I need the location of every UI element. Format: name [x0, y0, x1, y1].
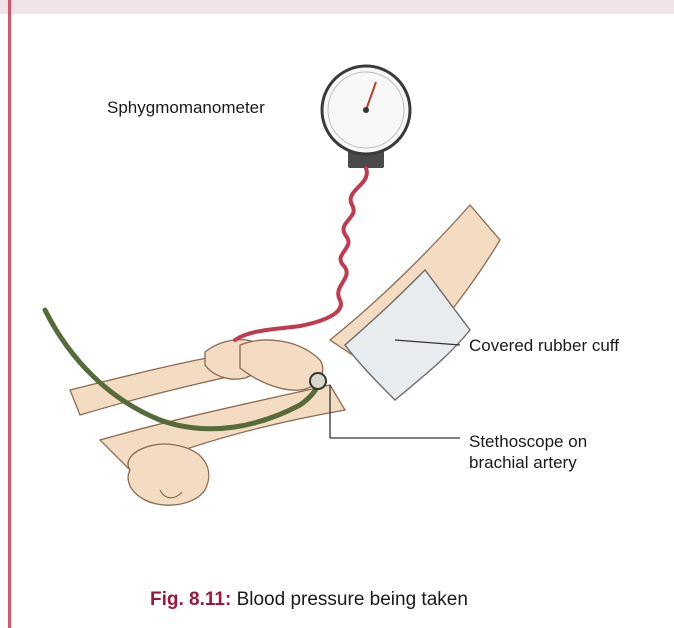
pressure-tube [235, 168, 367, 340]
stethoscope-head [310, 373, 326, 389]
label-stethoscope: Stethoscope on brachial artery [469, 431, 587, 473]
label-rubber-cuff: Covered rubber cuff [469, 335, 619, 356]
sphygmomanometer-gauge [322, 66, 410, 168]
patient-hand [128, 444, 209, 505]
caption-text: Blood pressure being taken [237, 589, 468, 610]
label-sphygmomanometer: Sphygmomanometer [107, 97, 265, 118]
figure-caption: Fig. 8.11: Blood pressure being taken [150, 589, 468, 611]
label-stethoscope-line1: Stethoscope on [469, 431, 587, 452]
label-stethoscope-line2: brachial artery [469, 452, 587, 473]
caption-number: Fig. 8.11: [150, 589, 231, 610]
